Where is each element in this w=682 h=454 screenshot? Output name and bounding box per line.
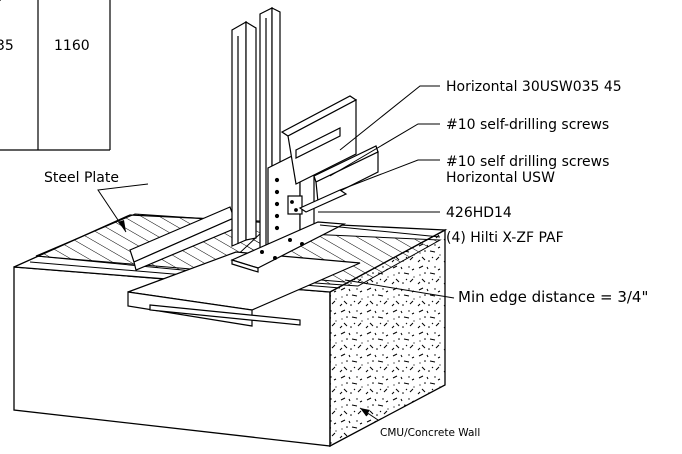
table-fragment	[0, 0, 111, 151]
label-edge-distance: Min edge distance = 3/4"	[458, 288, 648, 306]
table-cell-right: 1160	[54, 38, 90, 54]
label-wall: CMU/Concrete Wall	[380, 427, 480, 439]
label-screws-2-line1: #10 self drilling screws	[446, 154, 609, 170]
label-horizontal-usw: Horizontal 30USW035 45	[446, 79, 622, 95]
label-screws-2-line2: Horizontal USW	[446, 170, 555, 186]
horizontal-track-bottom	[127, 251, 361, 327]
leader-arrowheads	[118, 220, 370, 416]
leader-lines	[97, 85, 455, 421]
base-plate	[230, 221, 347, 273]
table-cell-left: 35	[0, 38, 14, 54]
label-holdown: 426HD14	[446, 205, 512, 221]
label-steel-plate: Steel Plate	[44, 170, 119, 186]
horizontal-track-upper	[280, 95, 379, 213]
label-paf: (4) Hilti X-ZF PAF	[446, 230, 564, 246]
label-screws-1: #10 self-drilling screws	[446, 117, 609, 133]
